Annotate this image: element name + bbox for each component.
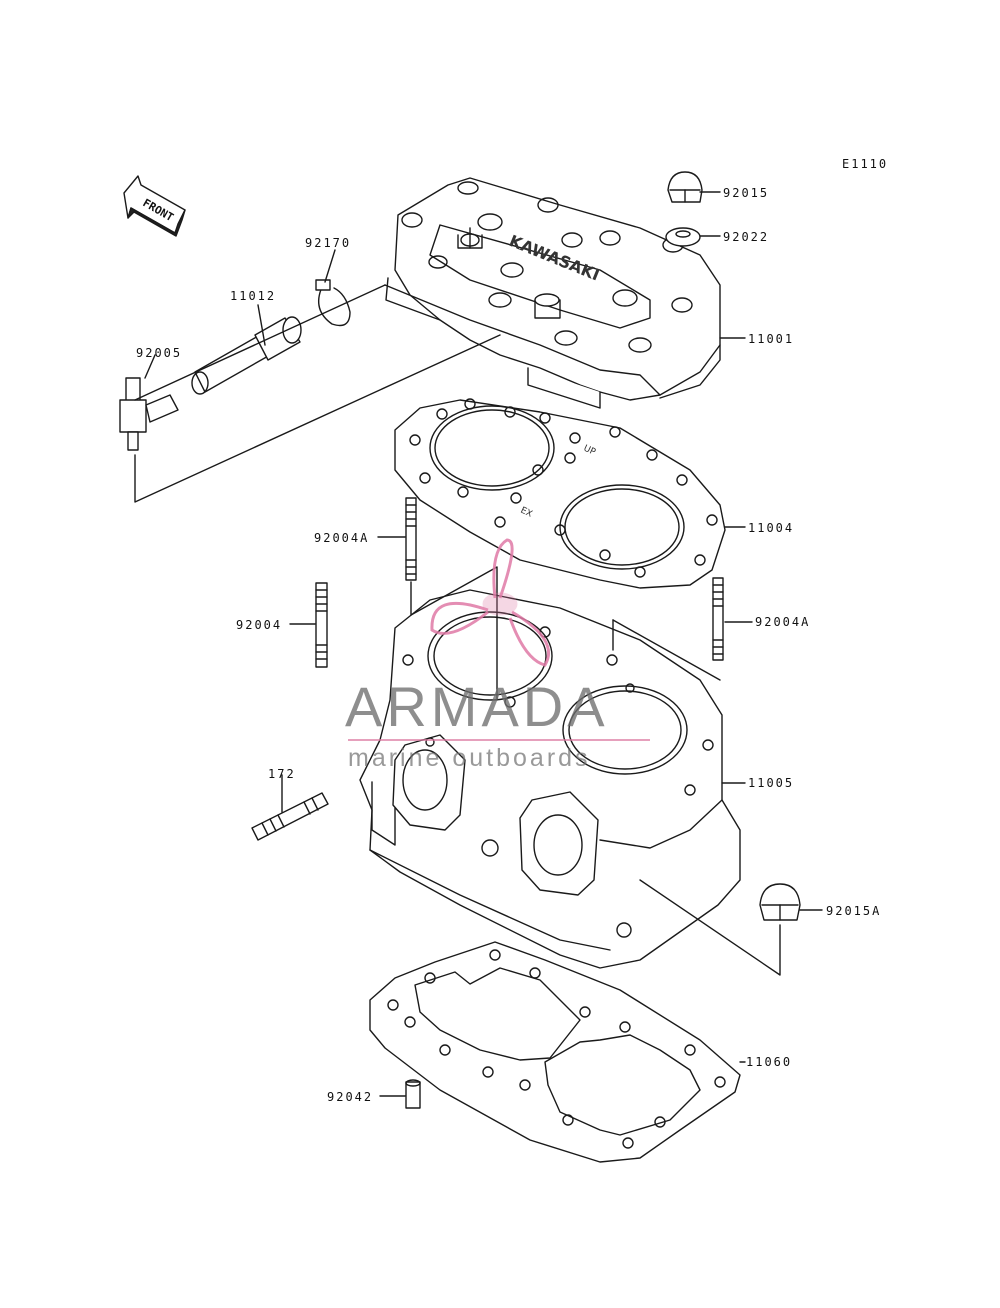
cylinder-block-11005 (360, 590, 740, 968)
stud-172 (252, 793, 328, 840)
cap-nut-92015A (760, 884, 800, 920)
part-label-92015[interactable]: 92015 (723, 186, 770, 200)
gasket-mark-up: UP (582, 444, 598, 458)
part-label-11012[interactable]: 11012 (230, 289, 277, 303)
watermark-propeller-icon (432, 540, 549, 665)
washer-92022 (666, 228, 700, 246)
stud-92004A-left (406, 498, 416, 580)
stud-92004 (316, 583, 327, 667)
part-label-11060[interactable]: 11060 (746, 1055, 793, 1069)
gasket-mark-ex: EX (519, 506, 534, 520)
clamp-92170 (316, 280, 350, 326)
part-label-92042[interactable]: 92042 (327, 1090, 374, 1104)
watermark-tagline: marine outboards (348, 744, 591, 772)
part-label-172[interactable]: 172 (268, 767, 296, 781)
part-label-11004[interactable]: 11004 (748, 521, 795, 535)
elbow-92005 (120, 378, 178, 450)
part-label-11005[interactable]: 11005 (748, 776, 795, 790)
cylinder-head-11001: KAWASAKI (385, 178, 720, 408)
part-label-92022[interactable]: 92022 (723, 230, 770, 244)
diagram-code: E1110 (842, 157, 889, 171)
watermark-brand: ARMADA (345, 675, 609, 738)
base-gasket-11060 (370, 942, 740, 1162)
head-gasket-11004: UP EX (395, 399, 725, 588)
watermark-divider (348, 739, 650, 741)
dowel-pin-92042 (406, 1080, 420, 1108)
fitting-11012 (192, 317, 301, 394)
part-label-11001[interactable]: 11001 (748, 332, 795, 346)
front-arrow-icon: FRONT (124, 176, 185, 236)
part-label-92004[interactable]: 92004 (236, 618, 283, 632)
part-label-92004A-right[interactable]: 92004A (755, 615, 811, 629)
part-label-92015A[interactable]: 92015A (826, 904, 882, 918)
part-label-92170[interactable]: 92170 (305, 236, 352, 250)
cap-nut-92015 (668, 172, 702, 202)
part-label-92004A-left[interactable]: 92004A (314, 531, 370, 545)
part-label-92005[interactable]: 92005 (136, 346, 183, 360)
stud-92004A-right (713, 578, 723, 660)
